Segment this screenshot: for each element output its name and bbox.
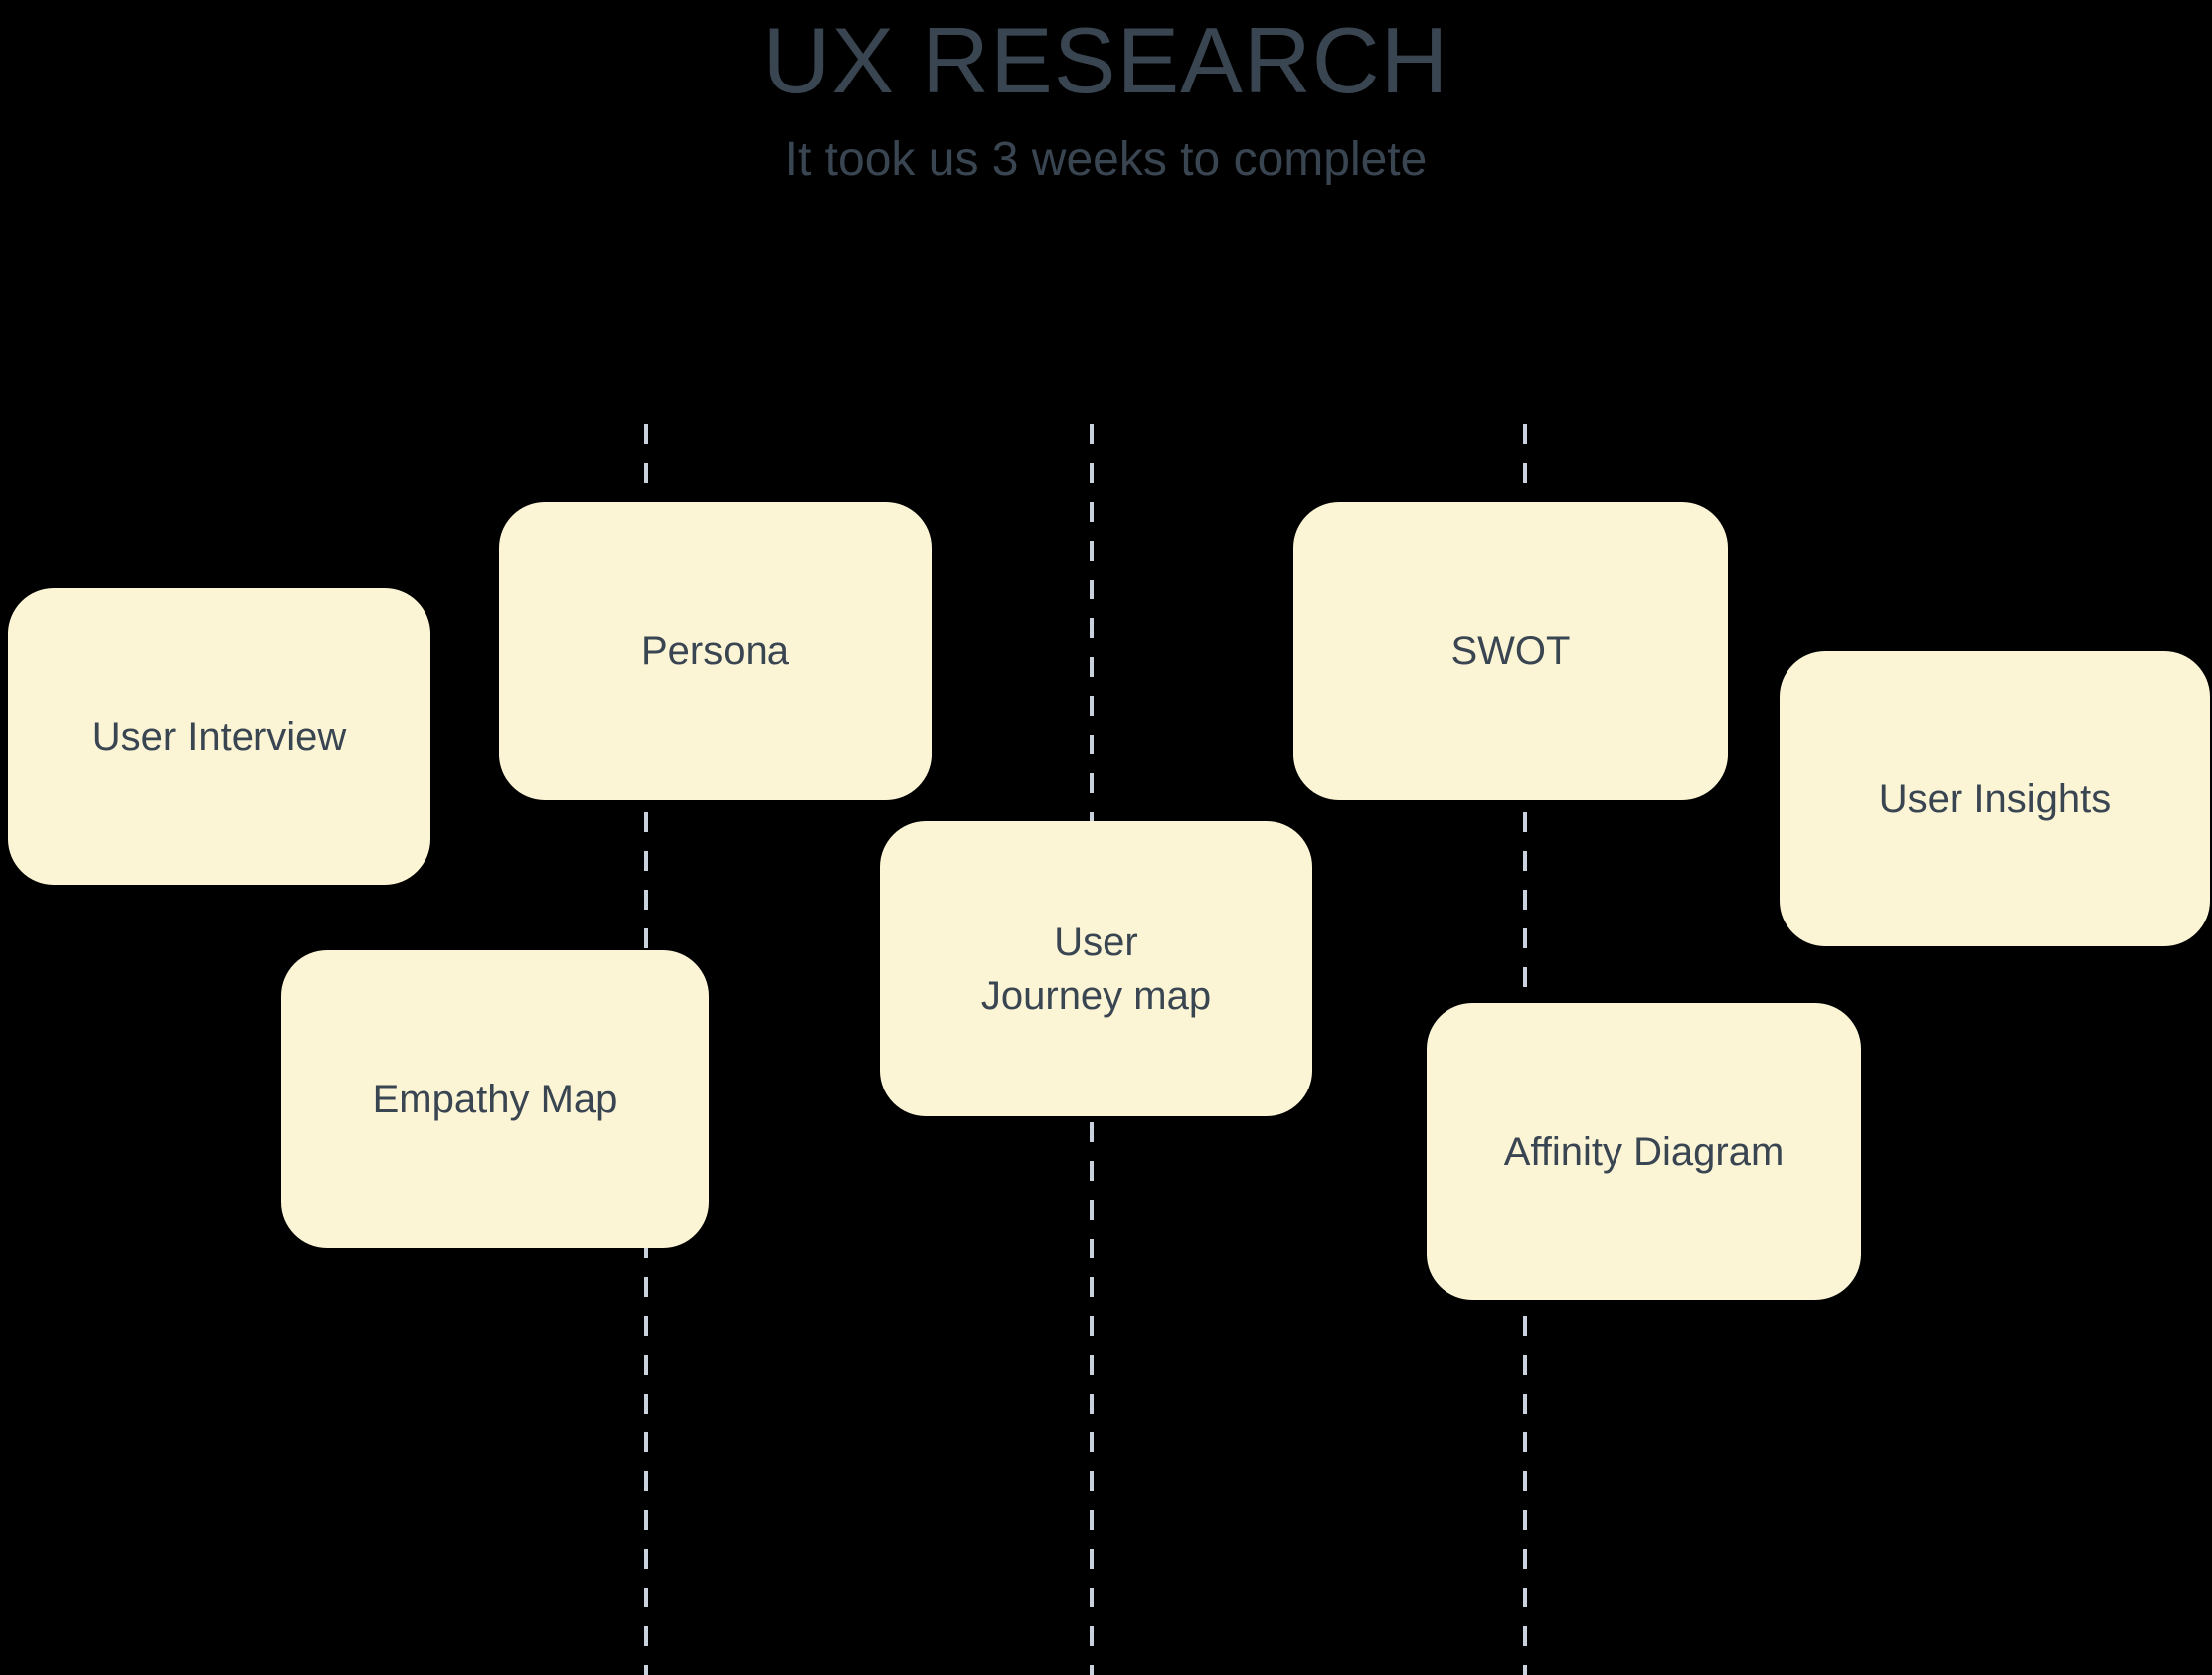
card-label: User Insights <box>1878 776 2112 821</box>
card-empathy-map[interactable]: Empathy Map <box>281 950 709 1248</box>
card-persona[interactable]: Persona <box>499 502 932 800</box>
diagram-subtitle: It took us 3 weeks to complete <box>784 133 1428 186</box>
card-swot[interactable]: SWOT <box>1293 502 1728 800</box>
card-label: Persona <box>641 629 789 673</box>
card-user-journey-map[interactable]: User Journey map <box>880 821 1312 1116</box>
card-label: Affinity Diagram <box>1503 1129 1785 1174</box>
card-label: Empathy Map <box>372 1077 618 1121</box>
card-user-insights[interactable]: User Insights <box>1780 651 2210 946</box>
card-label: SWOT <box>1450 629 1571 673</box>
card-user-interview[interactable]: User Interview <box>8 588 430 885</box>
diagram-title: UX RESEARCH <box>763 8 1449 112</box>
card-label: User Journey map <box>980 920 1212 1018</box>
card-label: User Interview <box>91 715 347 758</box>
card-affinity-diagram[interactable]: Affinity Diagram <box>1427 1003 1861 1300</box>
